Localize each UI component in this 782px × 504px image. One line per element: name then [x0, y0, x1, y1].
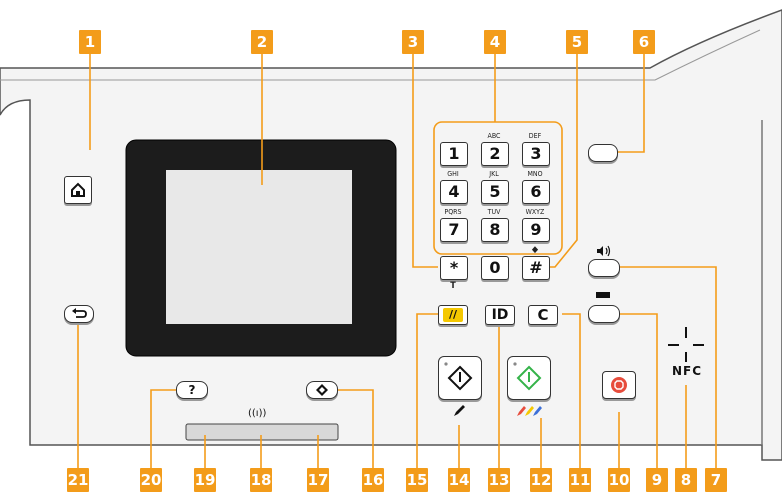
notification-bar: [185, 423, 339, 441]
volume-button[interactable]: [588, 259, 620, 277]
callout-8: 8: [675, 468, 697, 492]
callout-4: 4: [484, 30, 506, 54]
home-icon: [71, 182, 85, 197]
status-monitor-button[interactable]: [306, 381, 338, 399]
key-star[interactable]: *: [440, 256, 468, 280]
reset-glyph: //: [443, 308, 463, 322]
callout-13: 13: [488, 468, 510, 492]
volume-icon: [597, 245, 611, 257]
key-7[interactable]: 7: [440, 218, 468, 242]
callout-5: 5: [566, 30, 588, 54]
display-icon: [596, 292, 610, 298]
stop-icon: [611, 377, 627, 393]
callout-6: 6: [633, 30, 655, 54]
key-2[interactable]: 2: [481, 142, 509, 166]
callout-7: 7: [705, 468, 727, 492]
callout-19: 19: [194, 468, 216, 492]
callout-20: 20: [140, 468, 162, 492]
key-4[interactable]: 4: [440, 180, 468, 204]
reset-button[interactable]: //: [438, 305, 468, 325]
display-button[interactable]: [588, 305, 620, 323]
key-0[interactable]: 0: [481, 256, 509, 280]
key-8-letters: TUV: [487, 208, 501, 216]
id-button[interactable]: ID: [485, 305, 515, 325]
callout-17: 17: [307, 468, 329, 492]
key-6-letters: MNO: [527, 170, 543, 178]
callout-1: 1: [79, 30, 101, 54]
key-hash-symbol: ◆: [531, 245, 539, 255]
callout-21: 21: [67, 468, 89, 492]
callout-11: 11: [569, 468, 591, 492]
back-arrow-icon: [72, 308, 87, 318]
key-3-letters: DEF: [528, 132, 542, 140]
bw-pen-icon: [454, 405, 465, 416]
callout-10: 10: [608, 468, 630, 492]
callout-18: 18: [250, 468, 272, 492]
help-button[interactable]: ?: [176, 381, 208, 399]
callout-15: 15: [406, 468, 428, 492]
callout-9: 9: [646, 468, 668, 492]
home-button[interactable]: [64, 176, 92, 204]
back-button[interactable]: [64, 305, 94, 323]
key-2-letters: ABC: [487, 132, 501, 140]
key-5[interactable]: 5: [481, 180, 509, 204]
key-9[interactable]: 9: [522, 218, 550, 242]
screen: [166, 170, 352, 324]
callout-12: 12: [530, 468, 552, 492]
key-5-letters: JKL: [489, 170, 499, 178]
key-4-letters: GHI: [447, 170, 459, 178]
clear-button[interactable]: C: [528, 305, 558, 325]
nfc-mark: [668, 327, 704, 362]
panel-edge: [0, 29, 761, 81]
callout-16: 16: [362, 468, 384, 492]
key-6[interactable]: 6: [522, 180, 550, 204]
wifi-label: ((ı)): [248, 408, 267, 419]
key-9-letters: WXYZ: [525, 208, 545, 216]
key-8[interactable]: 8: [481, 218, 509, 242]
moon-icon: [599, 148, 604, 158]
callout-2: 2: [251, 30, 273, 54]
start-color-button[interactable]: [507, 356, 551, 400]
status-monitor-icon: [316, 384, 328, 396]
callout-3: 3: [402, 30, 424, 54]
key-7-letters: PQRS: [444, 208, 462, 216]
color-pens-icon: [517, 406, 542, 416]
key-hash[interactable]: #: [522, 256, 550, 280]
nfc-label: NFC: [672, 364, 703, 378]
start-color-icon: [513, 362, 542, 391]
key-star-tone-label: T: [450, 281, 456, 291]
callout-14: 14: [448, 468, 470, 492]
stop-button[interactable]: [602, 371, 636, 399]
start-bw-icon: [444, 362, 473, 391]
key-3[interactable]: 3: [522, 142, 550, 166]
keypad-frame: [433, 121, 563, 255]
energy-saver-button[interactable]: [588, 144, 618, 162]
start-bw-button[interactable]: [438, 356, 482, 400]
key-1[interactable]: 1: [440, 142, 468, 166]
